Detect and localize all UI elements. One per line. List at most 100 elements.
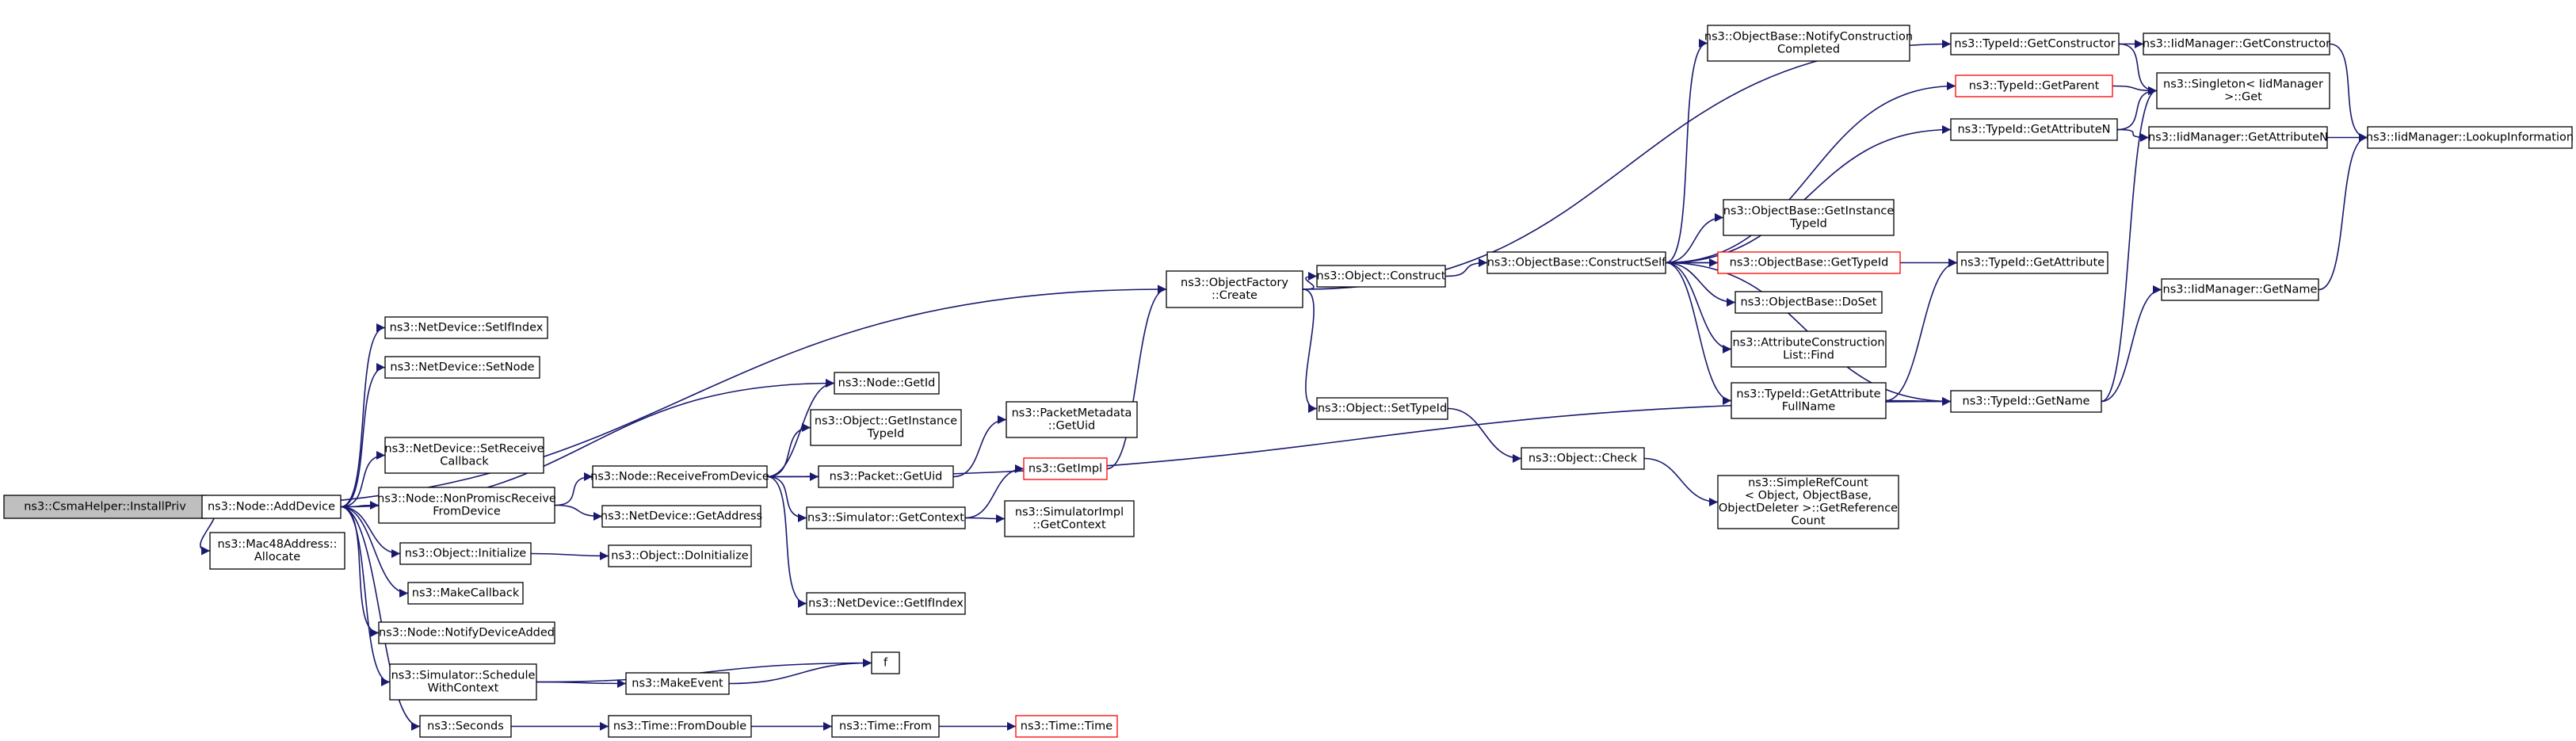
node-object-construct[interactable]: ns3::Object::Construct bbox=[1316, 265, 1446, 288]
node-box bbox=[201, 495, 342, 519]
node-objectbase-constructself[interactable]: ns3::ObjectBase::ConstructSelf bbox=[1486, 251, 1666, 274]
node-label: Count bbox=[1791, 515, 1825, 528]
node-object-settypeid[interactable]: ns3::Object::SetTypeId bbox=[1316, 397, 1448, 420]
edge-n17-n18 bbox=[728, 658, 872, 685]
node-time-time[interactable]: ns3::Time::Time bbox=[1015, 715, 1118, 738]
node-label: ns3::GetImpl bbox=[1028, 463, 1102, 476]
node-label: ns3::NetDevice::SetReceive bbox=[384, 443, 544, 456]
node-box bbox=[1717, 251, 1901, 274]
node-time-from[interactable]: ns3::Time::From bbox=[831, 715, 940, 738]
node-packet-getuid[interactable]: ns3::Packet::GetUid bbox=[818, 465, 954, 488]
edge-n29-n31 bbox=[1444, 258, 1488, 277]
node-box bbox=[871, 651, 900, 674]
node-label: ns3::NetDevice::GetAddress bbox=[601, 510, 762, 523]
edge-n3-n30 bbox=[1302, 288, 1318, 414]
edge-n31-n41 bbox=[1665, 81, 1956, 264]
node-label: ns3::Simulator::GetContext bbox=[807, 512, 964, 525]
node-csmahelper-installpriv[interactable]: ns3::CsmaHelper::InstallPriv bbox=[3, 495, 207, 519]
node-label: ns3::NetDevice::SetNode bbox=[390, 361, 534, 374]
node-box bbox=[384, 316, 548, 339]
node-netdevice-getaddress[interactable]: ns3::NetDevice::GetAddress bbox=[601, 505, 762, 528]
node-netdevice-getifindex[interactable]: ns3::NetDevice::GetIfIndex bbox=[806, 592, 966, 615]
edge-n14-n22 bbox=[766, 476, 807, 523]
node-label: ns3::IidManager::GetConstructor bbox=[2143, 38, 2330, 51]
node-label: ns3::Node::ReceiveFromDevice bbox=[590, 471, 769, 483]
node-time-fromdouble[interactable]: ns3::Time::FromDouble bbox=[608, 715, 752, 738]
node-node-notifydeviceadded[interactable]: ns3::Node::NotifyDeviceAdded bbox=[378, 621, 555, 644]
node-singleton-iidmanager-get[interactable]: ns3::Singleton< IidManager>::Get bbox=[2156, 72, 2330, 109]
node-box bbox=[2143, 32, 2330, 55]
node-iidmanager-getname[interactable]: ns3::IidManager::GetName bbox=[2161, 278, 2319, 301]
node-iidmanager-getattributen[interactable]: ns3::IidManager::GetAttributeN bbox=[2148, 126, 2328, 149]
node-node-adddevice[interactable]: ns3::Node::AddDevice bbox=[201, 495, 342, 519]
node-typeid-getparent[interactable]: ns3::TypeId::GetParent bbox=[1955, 74, 2113, 97]
node-simulatorimpl-getcontext[interactable]: ns3::SimulatorImpl::GetContext bbox=[1004, 500, 1135, 537]
node-object-check[interactable]: ns3::Object::Check bbox=[1521, 447, 1645, 470]
node-box bbox=[2156, 72, 2330, 109]
edge-n14-n20 bbox=[766, 422, 811, 478]
node-simplerefcount-object-objectbase-objectdeleter-getreference-count[interactable]: ns3::SimpleRefCount< Object, ObjectBase,… bbox=[1717, 475, 1899, 529]
node-f[interactable]: f bbox=[871, 651, 900, 674]
node-label: Callback bbox=[440, 456, 489, 468]
node-objectbase-gettypeid[interactable]: ns3::ObjectBase::GetTypeId bbox=[1717, 251, 1901, 274]
node-box bbox=[378, 621, 555, 644]
node-box bbox=[384, 437, 544, 474]
node-object-doinitialize[interactable]: ns3::Object::DoInitialize bbox=[608, 544, 752, 567]
node-box bbox=[1015, 715, 1118, 738]
node-packetmetadata-getuid[interactable]: ns3::PacketMetadata::GetUid bbox=[1006, 401, 1138, 438]
node-box bbox=[1717, 475, 1899, 529]
node-box bbox=[1316, 397, 1448, 420]
node-makecallback[interactable]: ns3::MakeCallback bbox=[407, 582, 524, 605]
edge-n1-n12 bbox=[340, 506, 391, 687]
node-node-receivefromdevice[interactable]: ns3::Node::ReceiveFromDevice bbox=[590, 465, 769, 488]
node-seconds[interactable]: ns3::Seconds bbox=[419, 715, 512, 738]
node-simulator-getcontext[interactable]: ns3::Simulator::GetContext bbox=[806, 506, 966, 529]
node-box bbox=[1486, 251, 1666, 274]
node-box bbox=[399, 542, 532, 565]
node-objectbase-doset[interactable]: ns3::ObjectBase::DoSet bbox=[1735, 291, 1883, 314]
node-typeid-getconstructor[interactable]: ns3::TypeId::GetConstructor bbox=[1950, 32, 2120, 55]
node-box bbox=[1166, 270, 1303, 308]
edge-n22-n28 bbox=[964, 514, 1006, 524]
node-netdevice-setifindex[interactable]: ns3::NetDevice::SetIfIndex bbox=[384, 316, 548, 339]
node-node-getid[interactable]: ns3::Node::GetId bbox=[834, 372, 940, 395]
node-box bbox=[1950, 32, 2120, 55]
node-box bbox=[1316, 265, 1446, 288]
node-label: ns3::ObjectBase::GetTypeId bbox=[1730, 257, 1889, 269]
node-makeevent[interactable]: ns3::MakeEvent bbox=[625, 672, 730, 695]
node-label: ns3::Simulator::Schedule bbox=[391, 670, 536, 682]
node-netdevice-setnode[interactable]: ns3::NetDevice::SetNode bbox=[384, 356, 540, 379]
node-box bbox=[378, 487, 555, 524]
node-iidmanager-getconstructor[interactable]: ns3::IidManager::GetConstructor bbox=[2143, 32, 2330, 55]
edge-n1-n13 bbox=[340, 506, 421, 731]
edge-n14-n44 bbox=[766, 396, 1952, 478]
node-label: ns3::IidManager::GetAttributeN bbox=[2148, 132, 2328, 144]
node-getimpl[interactable]: ns3::GetImpl bbox=[1023, 457, 1108, 480]
node-typeid-getattribute[interactable]: ns3::TypeId::GetAttribute bbox=[1956, 251, 2109, 274]
node-label: Allocate bbox=[254, 551, 300, 563]
node-label: FullName bbox=[1782, 401, 1836, 414]
node-typeid-getname[interactable]: ns3::TypeId::GetName bbox=[1950, 390, 2102, 413]
node-label: ns3::Object::Check bbox=[1528, 453, 1638, 465]
node-box bbox=[2148, 126, 2328, 149]
node-label: ns3::SimpleRefCount bbox=[1748, 477, 1868, 490]
node-objectbase-notifyconstruction-completed[interactable]: ns3::ObjectBase::NotifyConstructionCompl… bbox=[1704, 25, 1913, 62]
node-label: ns3::ObjectBase::DoSet bbox=[1741, 296, 1877, 309]
node-object-initialize[interactable]: ns3::Object::Initialize bbox=[399, 542, 532, 565]
node-objectfactory-create[interactable]: ns3::ObjectFactory::Create bbox=[1166, 270, 1303, 308]
node-typeid-getattributen[interactable]: ns3::TypeId::GetAttributeN bbox=[1950, 118, 2118, 141]
node-label: ns3::TypeId::GetAttribute bbox=[1960, 257, 2105, 269]
node-iidmanager-lookupinformation[interactable]: ns3::IidManager::LookupInformation bbox=[2366, 126, 2574, 149]
edge-n42-n47 bbox=[2116, 128, 2150, 143]
node-label: ns3::MakeCallback bbox=[412, 587, 520, 600]
node-mac48address-allocate[interactable]: ns3::Mac48Address::Allocate bbox=[209, 532, 345, 570]
edge-n31-n38 bbox=[1665, 262, 1732, 406]
